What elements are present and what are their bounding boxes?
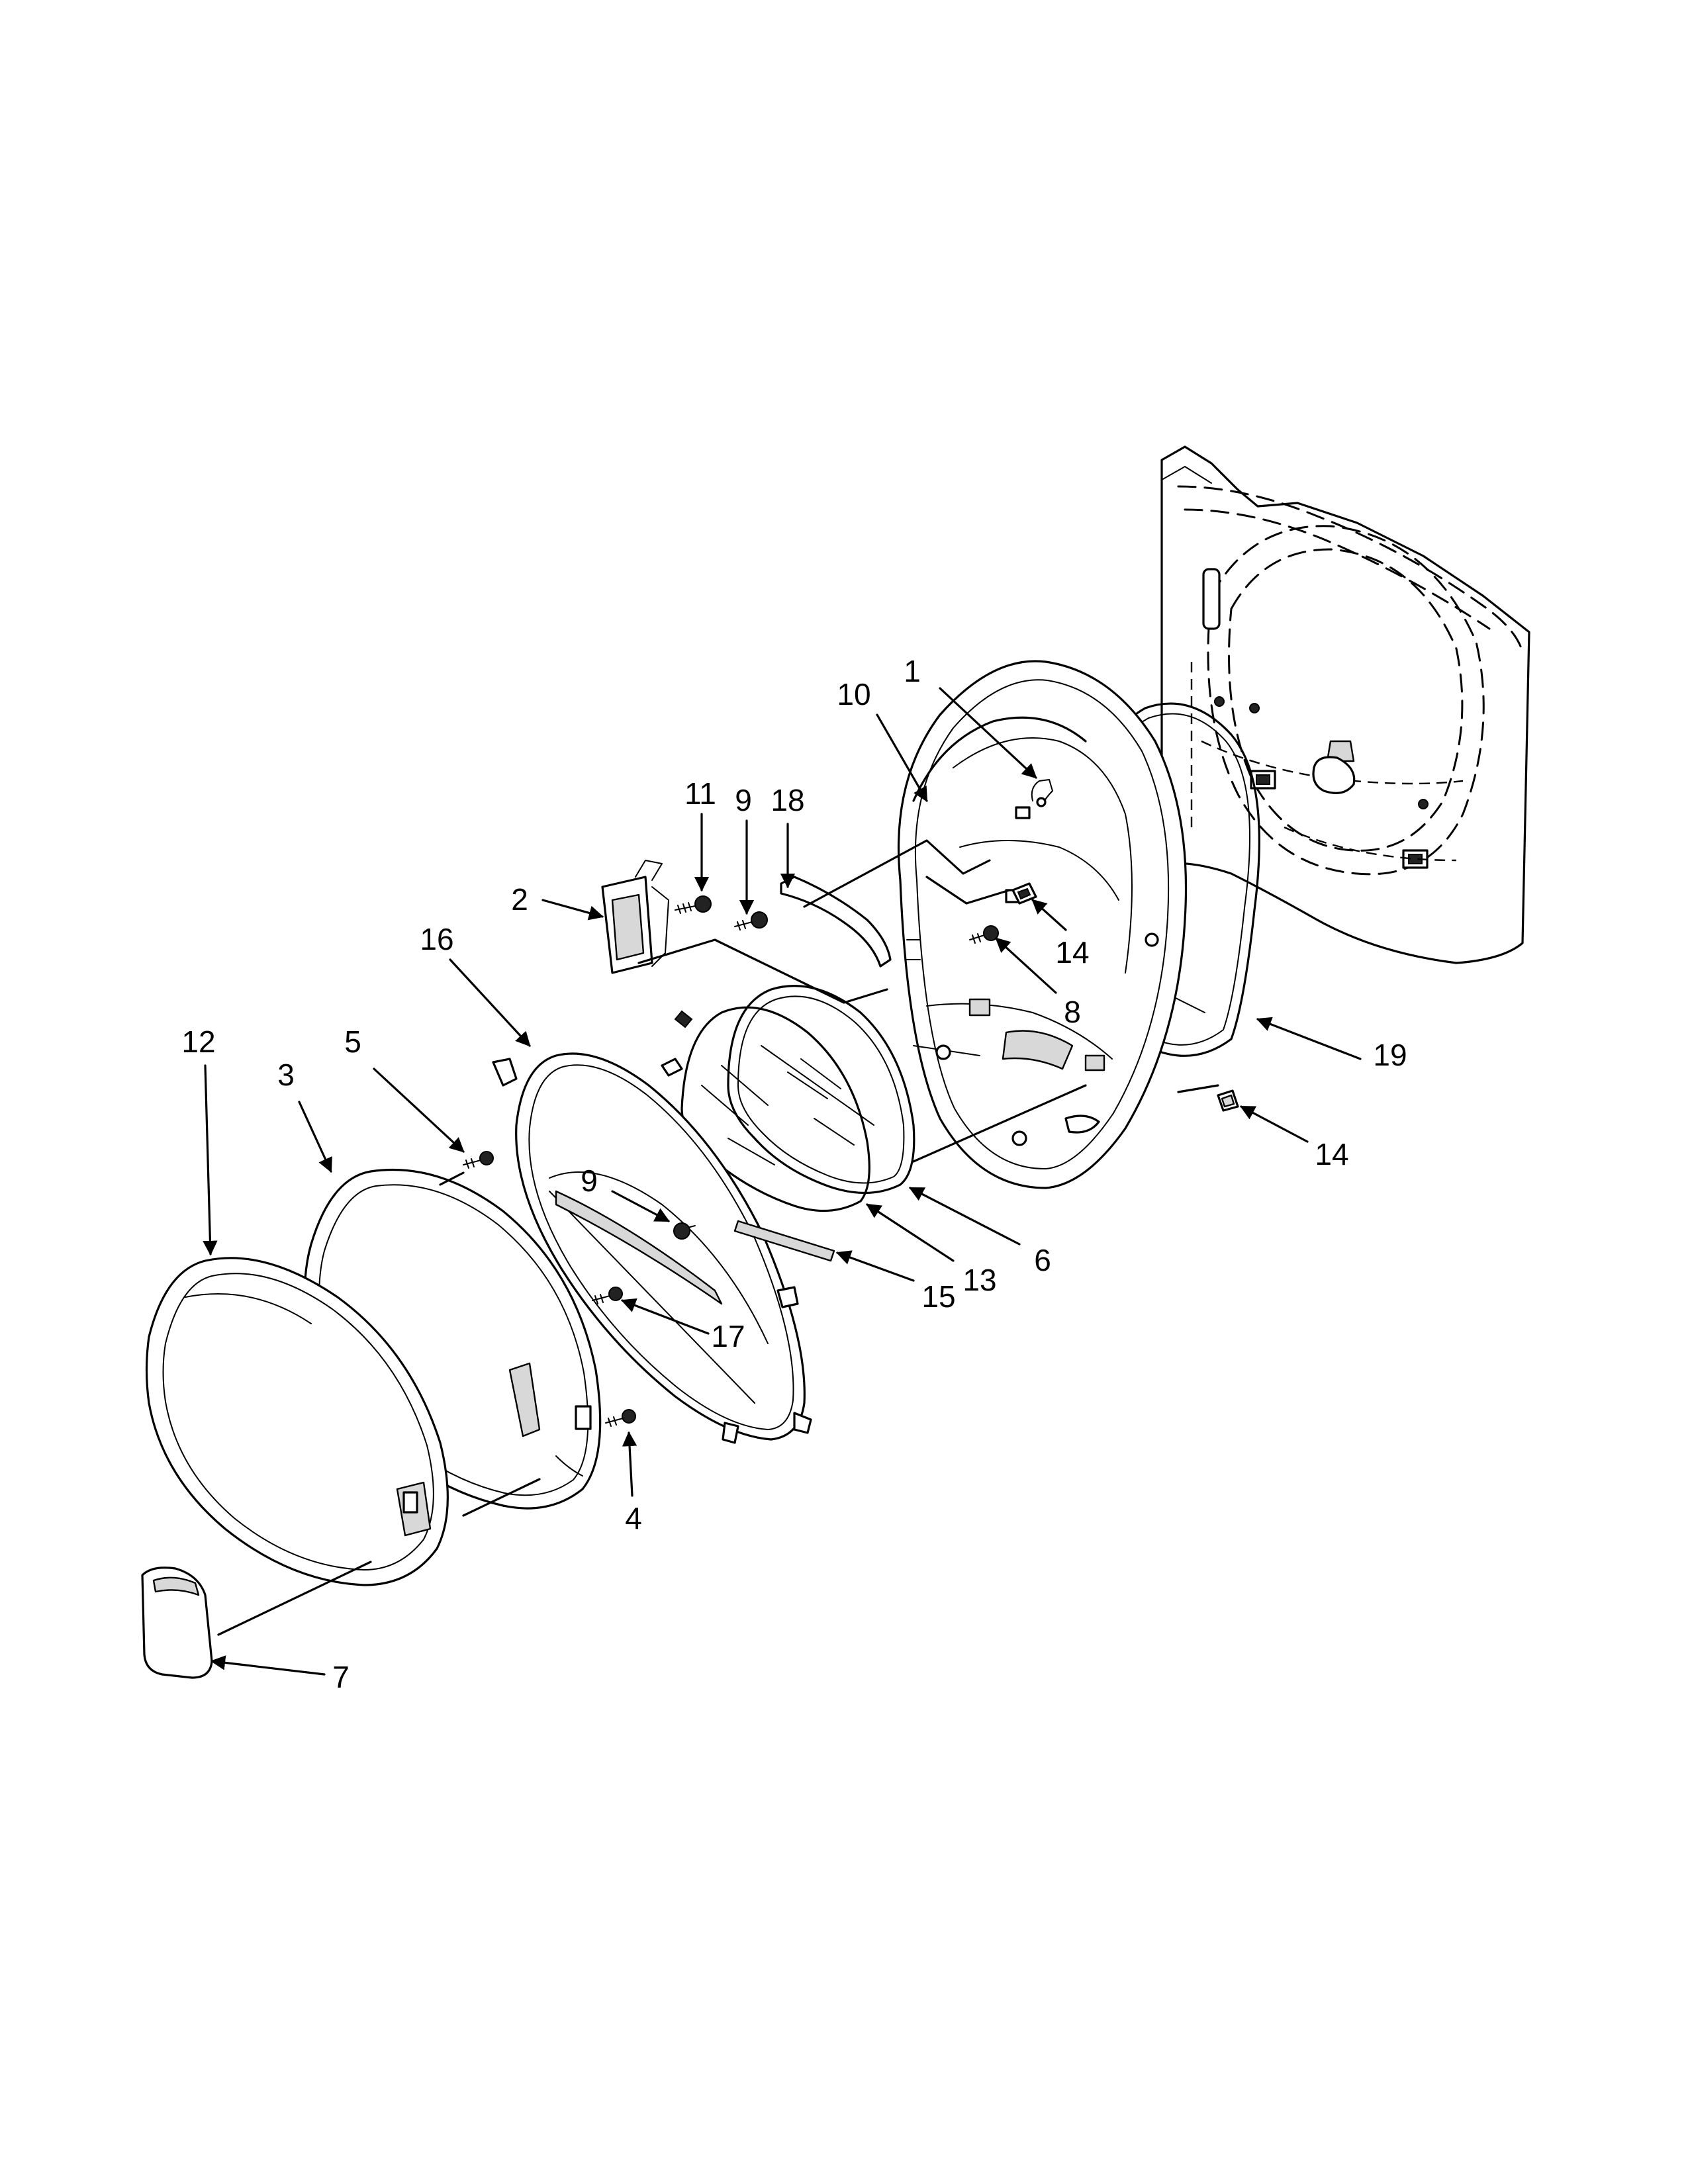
leader-9-lower [611, 1190, 670, 1222]
leader-5 [373, 1068, 465, 1153]
leader-6 [909, 1187, 1021, 1246]
callout-13: 13 [962, 1263, 996, 1297]
callout-1: 1 [904, 654, 921, 688]
leader-14-upper [1031, 899, 1067, 931]
part-14-switch-lower [1217, 1089, 1239, 1112]
cabinet-front-panel [1160, 445, 1530, 964]
leader-10 [876, 713, 928, 802]
callout-9-upper: 9 [735, 783, 752, 817]
part-5-screw [463, 1151, 494, 1169]
callout-11: 11 [684, 776, 716, 811]
part-2-latch [601, 860, 669, 974]
assembly-lines [217, 839, 1219, 1636]
part-4-screw [605, 1409, 636, 1427]
part-9-screw-lower [673, 1222, 696, 1240]
callout-10: 10 [837, 677, 870, 711]
leader-1 [939, 687, 1037, 779]
callout-6: 6 [1034, 1243, 1051, 1277]
part-10-door-frame [897, 660, 1188, 1189]
part-12-door-front [145, 1257, 449, 1586]
callout-16: 16 [420, 922, 453, 956]
callout-2: 2 [511, 882, 528, 917]
callout-19: 19 [1373, 1038, 1407, 1072]
leader-19 [1256, 1017, 1362, 1060]
callout-8: 8 [1064, 995, 1081, 1029]
part-11-screw [675, 895, 712, 914]
part-9-screw-upper [734, 911, 768, 931]
callout-7: 7 [332, 1660, 350, 1694]
leader-7 [210, 1655, 326, 1676]
part-15-bracket [733, 1220, 835, 1262]
callout-18: 18 [771, 783, 804, 817]
part-14-switch-upper [1011, 882, 1037, 905]
callout-3: 3 [277, 1058, 295, 1092]
leader-15 [835, 1250, 915, 1282]
callout-14-lower: 14 [1315, 1137, 1348, 1171]
callout-12: 12 [181, 1024, 215, 1059]
part-18-hinge [780, 876, 892, 968]
part-8-screw [969, 925, 999, 944]
part-7-handle [141, 1567, 213, 1679]
leader-3 [298, 1101, 332, 1173]
callout-14-upper: 14 [1055, 935, 1089, 970]
callout-labels: 1 2 3 4 5 6 7 8 9 9 10 11 12 13 14 14 15… [181, 654, 1407, 1694]
part-17-screw [592, 1287, 623, 1304]
leader-8 [995, 937, 1057, 994]
leader-2 [541, 899, 604, 921]
leader-17 [620, 1298, 710, 1335]
callout-17: 17 [711, 1319, 745, 1353]
leader-14-lower [1240, 1105, 1309, 1143]
callout-4: 4 [625, 1501, 642, 1535]
leader-12 [203, 1064, 218, 1256]
leader-13 [866, 1203, 955, 1262]
part-13-inner-glass [674, 1006, 870, 1212]
part-16-inner-door [492, 1052, 812, 1444]
leader-16 [449, 958, 531, 1047]
leader-4 [622, 1431, 637, 1497]
callout-5: 5 [344, 1024, 361, 1059]
part-6-outer-glass [727, 985, 915, 1195]
leader-arrows [203, 687, 1362, 1676]
part-1-pin [1031, 779, 1053, 807]
callout-9-lower: 9 [581, 1163, 598, 1198]
callout-15: 15 [921, 1279, 955, 1314]
